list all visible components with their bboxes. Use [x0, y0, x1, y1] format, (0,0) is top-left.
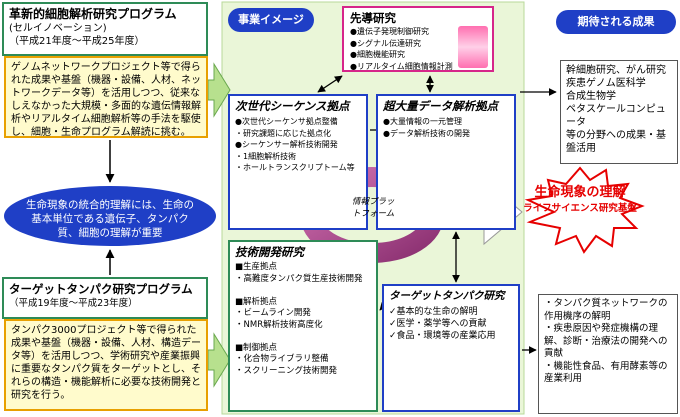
leading-research-title: 先導研究	[350, 11, 396, 25]
program2-title: ターゲットタンパク研究プログラム	[9, 282, 193, 296]
results-top-box: 幹細胞研究、がん研究 疾患ゲノム医科学 合成生物学 ペタスケールコンピュータ 等…	[560, 60, 678, 164]
program1-title: 革新的細胞解析研究プログラム	[9, 7, 177, 21]
cell-image	[458, 26, 488, 68]
target-protein-items: ✓基本的な生命の解明 ✓医学・薬学等への貢献 ✓食品・環境等の産業応用	[389, 307, 496, 341]
block-arrow-top	[207, 62, 231, 118]
program1-description: ゲノムネットワークプロジェクト等で得られた成果や基盤（機器・設備、人材、ネットワ…	[4, 56, 208, 138]
leading-research-box: 先導研究 ●遺伝子発現制御研究 ●シグナル伝達研究 ●細胞機能研究 ●リアルタイ…	[342, 6, 494, 72]
expected-results-label: 期待される成果	[556, 10, 676, 34]
program2-subtitle: （平成19年度～平成23年度）	[9, 298, 138, 309]
big-data-analysis-box: 超大量データ解析拠点 ●大量情報の一元管理 ●データ解析技術の開発	[376, 94, 516, 230]
program1-title-box: 革新的細胞解析研究プログラム (セルイノベーション) （平成21年度～平成25年…	[2, 2, 208, 56]
info-platform-label: 情報プラットフォーム	[352, 197, 395, 219]
results-bottom-box: ・タンパク質ネットワークの作用機序の解明 ・疾患原因や発症機構の理解、診断・治療…	[538, 294, 678, 414]
starburst-line2: ライフサイエンス研究基盤	[523, 203, 637, 214]
starburst-line1: 生命現象の理解	[534, 185, 626, 200]
leading-research-items: ●遺伝子発現制御研究 ●シグナル伝達研究 ●細胞機能研究 ●リアルタイム細胞情報…	[350, 27, 453, 71]
program2-description: タンパク3000プロジェクト等で得られた成果や基盤（機器・設備、人材、構造データ…	[4, 319, 208, 411]
big-data-analysis-items: ●大量情報の一元管理 ●データ解析技術の開発	[383, 117, 470, 138]
arrow-sendou-jisedai	[317, 75, 343, 93]
block-arrow-bottom	[207, 332, 231, 388]
program1-subtitle: (セルイノベーション) （平成21年度～平成25年度）	[9, 23, 145, 47]
program2-title-box: ターゲットタンパク研究プログラム （平成19年度～平成23年度）	[2, 277, 208, 319]
next-gen-sequence-title: 次世代シーケンス拠点	[235, 99, 350, 113]
target-protein-box: ターゲットタンパク研究 ✓基本的な生命の解明 ✓医学・薬学等への貢献 ✓食品・環…	[382, 284, 520, 412]
starburst-text: 生命現象の理解 ライフサイエンス研究基盤	[516, 184, 644, 216]
next-gen-sequence-items: ●次世代シーケンサ拠点整備 ・研究課題に応じた拠点化 ●シーケンサー解析技術開発…	[235, 117, 355, 172]
tech-dev-title: 技術開発研究	[235, 245, 304, 259]
tech-dev-box: 技術開発研究 ■生産拠点 ・高難度タンパク質生産技術開発 ■解析拠点 ・ビームラ…	[228, 240, 378, 412]
target-protein-title: ターゲットタンパク研究	[389, 290, 505, 302]
starburst	[524, 166, 645, 254]
integrated-understanding-ellipse: 生命現象の統合的理解には、生命の基本単位である遺伝子、タンパク質、細胞の理解が重…	[4, 186, 216, 246]
business-image-label: 事業イメージ	[228, 8, 314, 32]
next-gen-sequence-box: 次世代シーケンス拠点 ●次世代シーケンサ拠点整備 ・研究課題に応じた拠点化 ●シ…	[228, 94, 368, 230]
big-data-analysis-title: 超大量データ解析拠点	[383, 99, 498, 113]
tech-dev-items: ■生産拠点 ・高難度タンパク質生産技術開発 ■解析拠点 ・ビームライン開発 ・N…	[235, 262, 363, 376]
